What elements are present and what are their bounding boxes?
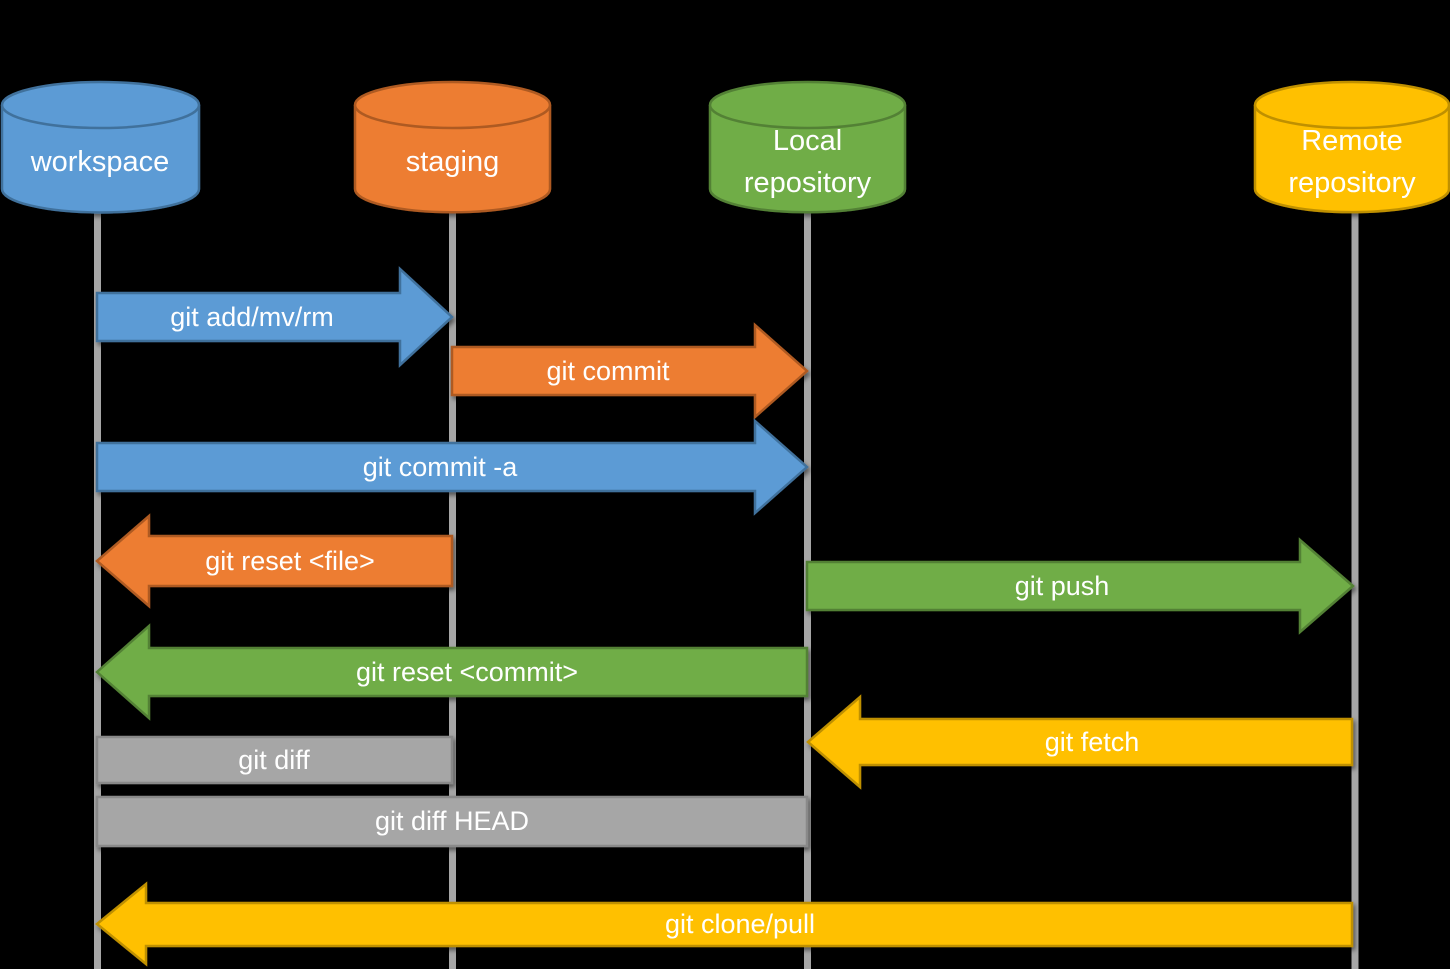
arrow-git-add-mv-rm: git add/mv/rm bbox=[95, 266, 454, 368]
node-label-line2: repository bbox=[744, 167, 872, 199]
arrow-label: git diff bbox=[238, 745, 310, 775]
database-cylinder-body bbox=[708, 105, 907, 214]
database-cylinder-body bbox=[0, 105, 201, 214]
bar-git-diff-head: git diff HEAD bbox=[95, 795, 809, 848]
node-workspace: workspace bbox=[0, 80, 201, 214]
arrow-git-fetch: git fetch bbox=[806, 694, 1354, 790]
node-label: staging bbox=[406, 146, 500, 178]
arrow-git-commit-a: git commit -a bbox=[95, 418, 809, 516]
arrow-git-clone-pull: git clone/pull bbox=[95, 881, 1354, 967]
node-staging: staging bbox=[353, 80, 552, 214]
right-arrow-shape bbox=[805, 537, 1355, 635]
lifeline-workspace bbox=[94, 200, 101, 969]
lifeline-remote-repository bbox=[1351, 200, 1359, 969]
node-remote-repository: Remote repository bbox=[1253, 80, 1450, 214]
right-arrow-shape bbox=[450, 322, 809, 420]
right-arrow-shape bbox=[95, 266, 454, 368]
arrow-label: git push bbox=[1015, 571, 1110, 601]
right-arrow-shape bbox=[95, 418, 809, 516]
arrow-git-reset-commit: git reset <commit> bbox=[95, 623, 809, 721]
arrow-label: git reset <commit> bbox=[356, 657, 578, 687]
arrow-git-commit: git commit bbox=[450, 322, 809, 420]
node-local-repository: Local repository bbox=[708, 80, 907, 214]
bar-shape bbox=[95, 735, 454, 785]
database-cylinder-top bbox=[353, 80, 552, 130]
arrow-label: git clone/pull bbox=[665, 909, 815, 939]
arrow-label: git reset <file> bbox=[205, 546, 375, 576]
bar-shape bbox=[95, 795, 809, 848]
arrow-label: git commit -a bbox=[363, 452, 519, 482]
node-label-line1: Local bbox=[773, 125, 842, 157]
left-arrow-shape bbox=[806, 694, 1354, 790]
bar-git-diff: git diff bbox=[95, 735, 454, 785]
arrow-git-reset-file: git reset <file> bbox=[95, 513, 454, 609]
node-label-line1: Remote bbox=[1301, 125, 1403, 157]
left-arrow-shape bbox=[95, 623, 809, 721]
database-cylinder-top bbox=[708, 80, 907, 130]
arrow-label: git fetch bbox=[1045, 727, 1140, 757]
node-label: workspace bbox=[30, 146, 170, 178]
arrow-label: git add/mv/rm bbox=[170, 302, 334, 332]
database-cylinder-body bbox=[353, 105, 552, 214]
arrow-git-push: git push bbox=[805, 537, 1355, 635]
database-cylinder-body bbox=[1253, 105, 1450, 214]
left-arrow-shape bbox=[95, 881, 1354, 967]
arrow-label: git diff HEAD bbox=[375, 806, 529, 836]
node-label-line2: repository bbox=[1288, 167, 1416, 199]
database-cylinder-top bbox=[1253, 80, 1450, 130]
left-arrow-shape bbox=[95, 513, 454, 609]
arrow-label: git commit bbox=[546, 356, 670, 386]
database-cylinder-top bbox=[0, 80, 201, 130]
